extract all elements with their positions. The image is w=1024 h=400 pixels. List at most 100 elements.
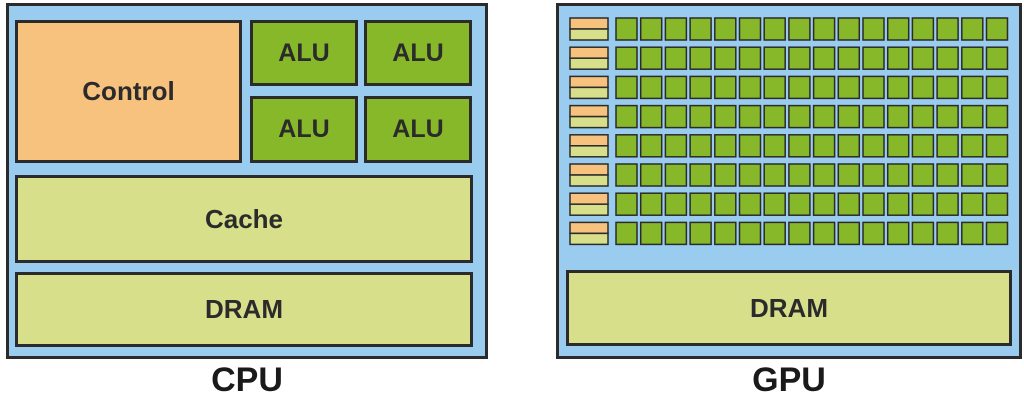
gpu-core	[689, 104, 712, 129]
gpu-core	[961, 17, 984, 41]
gpu-core	[812, 163, 836, 187]
gpu-core	[738, 221, 762, 246]
gpu-core	[763, 192, 786, 216]
gpu-core	[886, 134, 910, 158]
gpu-core	[862, 46, 885, 70]
gpu-core	[639, 134, 663, 158]
gpu-core	[788, 46, 811, 70]
gpu-control-unit	[569, 221, 609, 235]
cpu-control-block: Control	[15, 20, 242, 163]
gpu-core	[936, 17, 959, 41]
gpu-core	[886, 104, 910, 129]
gpu-core	[837, 46, 861, 70]
gpu-core	[714, 221, 737, 246]
gpu-core	[664, 46, 688, 70]
gpu-core	[738, 17, 762, 41]
gpu-core	[639, 17, 663, 41]
gpu-core	[961, 221, 984, 246]
gpu-core	[639, 46, 663, 70]
gpu-caption: GPU	[752, 361, 826, 399]
gpu-core	[639, 75, 663, 100]
gpu-core	[738, 134, 762, 158]
gpu-core	[615, 192, 638, 216]
gpu-cache-unit	[569, 28, 609, 41]
gpu-core	[985, 75, 1009, 100]
gpu-core	[936, 104, 959, 129]
gpu-core	[689, 75, 712, 100]
gpu-core	[738, 163, 762, 187]
gpu-core	[985, 46, 1009, 70]
gpu-core	[911, 192, 935, 216]
gpu-core	[714, 17, 737, 41]
cpu-dram-block: DRAM	[15, 272, 473, 347]
cpu-alu-3: ALU	[250, 96, 358, 163]
gpu-core	[961, 134, 984, 158]
gpu-core	[689, 192, 712, 216]
gpu-core	[985, 163, 1009, 187]
gpu-core	[911, 46, 935, 70]
gpu-core	[738, 104, 762, 129]
gpu-core	[664, 17, 688, 41]
gpu-control-unit	[569, 134, 609, 147]
gpu-core	[911, 221, 935, 246]
gpu-core	[689, 134, 712, 158]
gpu-core	[615, 221, 638, 246]
gpu-core	[862, 134, 885, 158]
gpu-core	[961, 192, 984, 216]
gpu-core	[763, 75, 786, 100]
gpu-cache-unit	[569, 174, 609, 187]
gpu-cache-unit	[569, 145, 609, 158]
gpu-core	[763, 104, 786, 129]
gpu-cache-unit	[569, 57, 609, 70]
gpu-core	[615, 134, 638, 158]
gpu-core	[689, 221, 712, 246]
gpu-core	[714, 104, 737, 129]
gpu-core	[936, 134, 959, 158]
gpu-core	[664, 75, 688, 100]
gpu-core	[763, 163, 786, 187]
gpu-core	[886, 17, 910, 41]
gpu-cache-unit	[569, 115, 609, 129]
gpu-core	[936, 163, 959, 187]
gpu-core	[812, 46, 836, 70]
gpu-core	[862, 192, 885, 216]
gpu-core	[886, 192, 910, 216]
gpu-core	[985, 104, 1009, 129]
gpu-core	[812, 104, 836, 129]
gpu-core	[714, 163, 737, 187]
gpu-control-unit	[569, 46, 609, 59]
gpu-core	[639, 192, 663, 216]
gpu-core	[689, 17, 712, 41]
gpu-core	[862, 17, 885, 41]
gpu-core	[961, 75, 984, 100]
gpu-core	[862, 221, 885, 246]
gpu-core	[714, 192, 737, 216]
gpu-core	[763, 17, 786, 41]
gpu-core	[639, 104, 663, 129]
gpu-core	[689, 163, 712, 187]
gpu-core	[763, 134, 786, 158]
gpu-core	[714, 75, 737, 100]
gpu-core	[886, 221, 910, 246]
gpu-core	[615, 46, 638, 70]
gpu-core	[664, 163, 688, 187]
gpu-core	[886, 46, 910, 70]
gpu-core	[664, 192, 688, 216]
cpu-alu-2: ALU	[364, 20, 472, 86]
gpu-core	[961, 46, 984, 70]
gpu-core	[911, 134, 935, 158]
gpu-cache-unit	[569, 86, 609, 100]
gpu-core	[738, 192, 762, 216]
cpu-caption: CPU	[211, 361, 283, 399]
gpu-core	[911, 104, 935, 129]
gpu-cache-unit	[569, 232, 609, 246]
gpu-core	[985, 192, 1009, 216]
gpu-core	[788, 104, 811, 129]
gpu-control-unit	[569, 104, 609, 118]
gpu-control-unit	[569, 192, 609, 205]
gpu-core	[615, 75, 638, 100]
gpu-cache-unit	[569, 203, 609, 216]
gpu-core	[812, 134, 836, 158]
gpu-core-grid	[569, 17, 1009, 246]
gpu-core	[714, 134, 737, 158]
